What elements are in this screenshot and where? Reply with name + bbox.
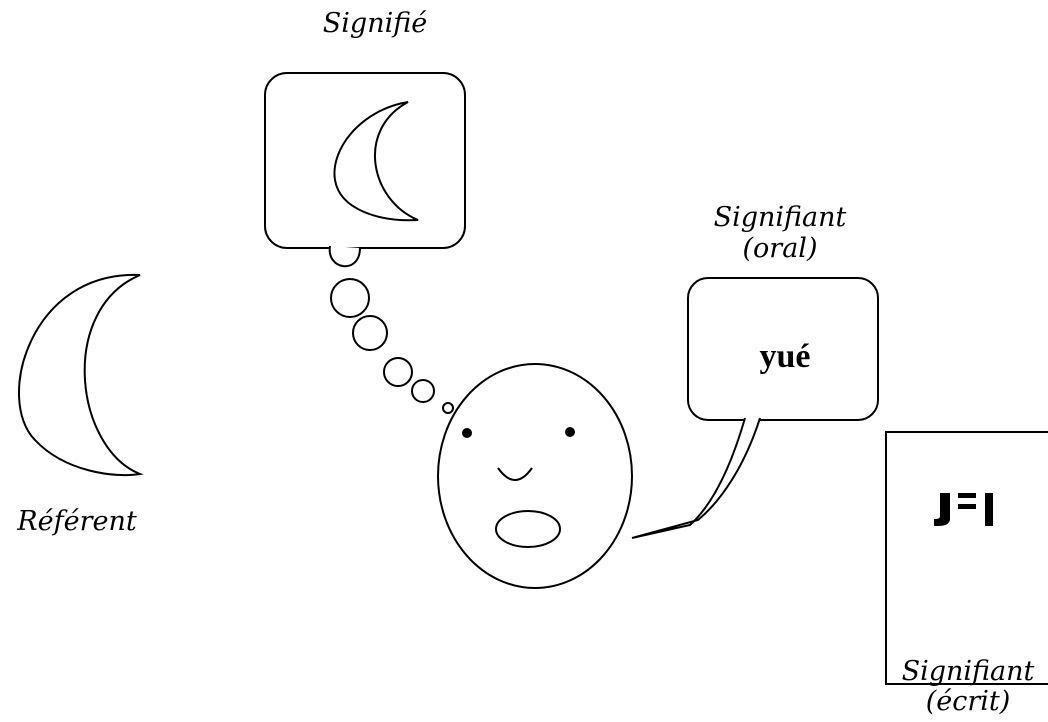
- referent-label: Référent: [17, 506, 137, 537]
- thought-circle-2: [352, 315, 388, 351]
- open-mouth: [495, 510, 561, 548]
- referent-moon: [18, 273, 144, 477]
- signifier-oral-label-line2: (oral): [742, 233, 818, 264]
- written-character-glyph: [934, 493, 993, 526]
- signifier-written-label-line1: Signifiant: [901, 656, 1035, 687]
- signified-moon: [333, 101, 419, 222]
- thought-circle-5: [442, 402, 454, 414]
- face: [437, 363, 633, 589]
- thought-circle-3: [383, 357, 413, 387]
- left-eye: [462, 428, 472, 438]
- speech-bubble: [687, 277, 879, 421]
- signifier-written-label-line2: (écrit): [925, 686, 1011, 717]
- written-sign-box: [885, 431, 1048, 685]
- spoken-word: yué: [759, 338, 811, 375]
- thought-circle-4: [411, 379, 435, 403]
- thought-circle-1: [330, 278, 370, 318]
- thought-bubble-tail: [328, 245, 361, 268]
- speech-bubble-tail: [631, 417, 761, 539]
- signifier-oral-label-line1: Signifiant: [713, 202, 847, 233]
- smile: [497, 467, 533, 481]
- signified-label: Signifié: [322, 8, 428, 39]
- right-eye: [565, 427, 575, 437]
